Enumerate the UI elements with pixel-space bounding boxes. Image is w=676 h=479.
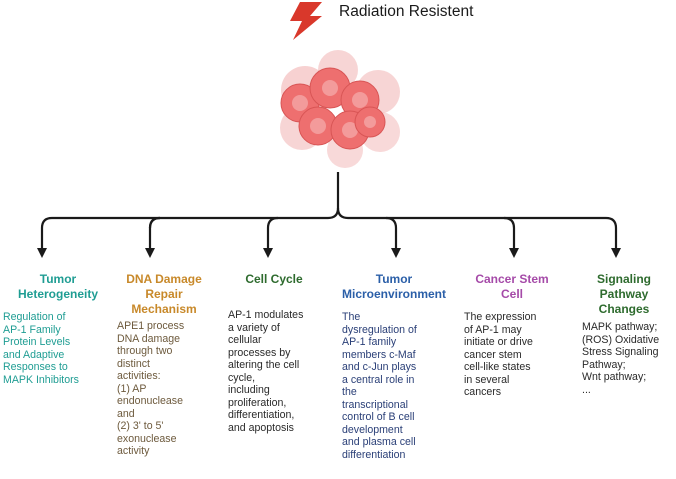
text-line: altering the cell — [228, 359, 300, 371]
text-line: (1) AP — [117, 382, 147, 395]
text-line: and apoptosis — [228, 421, 294, 434]
branch-arrowheads — [37, 248, 621, 258]
text-line: Regulation of — [3, 311, 66, 323]
text-line: APE1 process — [117, 320, 185, 332]
text-line: MAPK Inhibitors — [3, 373, 79, 386]
text-line: and plasma cell — [342, 436, 416, 448]
title-line: Repair — [145, 287, 183, 301]
text-line: activity — [117, 445, 150, 457]
column-title: Cell Cycle — [222, 272, 326, 287]
text-line: including — [228, 384, 270, 396]
column-title: DNA Damage Repair Mechanism — [113, 272, 215, 317]
column-description: MAPK pathway; (ROS) Oxidative Stress Sig… — [574, 321, 674, 396]
lightning-bolt-icon — [290, 2, 322, 40]
text-line: a central role in — [342, 373, 415, 386]
column-description: Regulation of AP-1 Family Protein Levels… — [2, 311, 114, 386]
title-line: Tumor — [375, 272, 413, 286]
branch-connectors — [40, 172, 618, 250]
text-line: Wnt pathway; — [582, 371, 647, 383]
column-description: AP-1 modulates a variety of cellular pro… — [222, 309, 326, 434]
column-description: The expression of AP-1 may initiate or d… — [458, 311, 566, 399]
text-line: (ROS) Oxidative — [582, 333, 660, 346]
title-line: Cell — [500, 287, 523, 301]
text-line: DNA damage — [117, 332, 181, 345]
text-line: through two — [117, 345, 173, 357]
cancer-cell-cluster-icon — [280, 50, 400, 168]
text-line: Responses to — [3, 361, 68, 373]
text-line: control of B cell — [342, 411, 415, 423]
text-line: and c-Jun plays — [342, 361, 417, 373]
text-line: transcriptional — [342, 398, 408, 411]
text-line: cancers — [464, 386, 502, 398]
column-cell-cycle: Cell Cycle AP-1 modulates a variety of c… — [222, 272, 326, 434]
column-cancer-stem-cell: Cancer Stem Cell The expression of AP-1 … — [458, 272, 566, 399]
text-line: differentiation, — [228, 409, 295, 421]
text-line: cycle, — [228, 371, 256, 384]
text-line: cancer stem — [464, 348, 522, 361]
text-line: MAPK pathway; — [582, 321, 658, 333]
text-line: AP-1 modulates — [228, 309, 304, 321]
column-title: Tumor Microenvironment — [334, 272, 454, 302]
column-title: Tumor Heterogeneity — [2, 272, 114, 302]
text-line: cell-like states — [464, 361, 531, 373]
text-line: and Adaptive — [3, 348, 65, 361]
text-line: development — [342, 423, 403, 436]
text-line: a variety of — [228, 321, 280, 334]
text-line: differentiation — [342, 448, 406, 461]
text-line: of AP-1 may — [464, 323, 522, 336]
text-line: members c-Maf — [342, 348, 416, 361]
text-line: initiate or drive — [464, 336, 533, 348]
column-tumor-heterogeneity: Tumor Heterogeneity Regulation of AP-1 F… — [2, 272, 114, 386]
text-line: The expression — [464, 311, 537, 323]
column-title: Cancer Stem Cell — [458, 272, 566, 302]
title-line: Microenvironment — [341, 287, 446, 301]
text-line: AP-1 Family — [3, 323, 61, 336]
text-line: (2) 3' to 5' — [117, 420, 164, 432]
column-title: Signaling Pathway Changes — [574, 272, 674, 317]
title-line: Signaling — [597, 272, 651, 286]
text-line: distinct — [117, 357, 150, 370]
text-line: processes by — [228, 346, 291, 359]
text-line: ... — [582, 383, 591, 396]
column-tumor-microenvironment: Tumor Microenvironment The dysregulation… — [334, 272, 454, 461]
text-line: activities: — [117, 370, 161, 382]
text-line: Protein Levels — [3, 336, 71, 348]
column-signaling-pathway: Signaling Pathway Changes MAPK pathway; … — [574, 272, 674, 396]
text-line: Stress Signaling — [582, 346, 659, 358]
title-line: Cell Cycle — [245, 272, 303, 286]
title-line: Heterogeneity — [17, 287, 99, 301]
text-line: cellular — [228, 334, 262, 346]
text-line: the — [342, 386, 357, 398]
title-line: Cancer Stem — [475, 272, 549, 286]
column-description: The dysregulation of AP-1 family members… — [334, 311, 454, 461]
text-line: proliferation, — [228, 396, 287, 409]
title-line: Tumor — [39, 272, 77, 286]
text-line: Pathway; — [582, 358, 626, 371]
text-line: and — [117, 407, 135, 420]
title-line: DNA Damage — [126, 272, 202, 286]
title-line: Pathway — [599, 287, 649, 301]
text-line: AP-1 family — [342, 336, 397, 348]
column-dna-damage-repair: DNA Damage Repair Mechanism APE1 process… — [113, 272, 215, 458]
title-line: Changes — [598, 302, 650, 316]
column-description: APE1 process DNA damage through two dist… — [113, 320, 215, 458]
text-line: endonuclease — [117, 395, 183, 407]
text-line: exonuclease — [117, 432, 177, 445]
title-line: Mechanism — [131, 302, 197, 316]
text-line: dysregulation of — [342, 323, 417, 336]
text-line: The — [342, 311, 361, 323]
header-title: Radiation Resistent — [339, 3, 474, 20]
text-line: in several — [464, 373, 510, 386]
